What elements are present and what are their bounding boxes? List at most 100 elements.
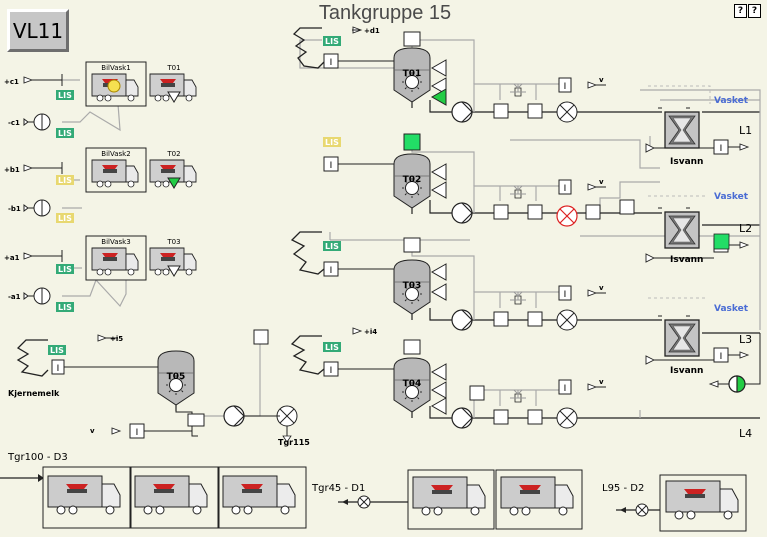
valve-box[interactable] [493,103,509,119]
pump-t02[interactable] [451,202,473,224]
instrument-mark: I [720,352,723,362]
t05-outlet-box [187,413,205,427]
truck-tank-label-3: T03 [166,238,180,246]
isvann-label-l2: Isvann [670,255,703,265]
instrument-box[interactable] [558,77,572,93]
shutoff-valve[interactable] [556,309,578,331]
drain-valve-active[interactable] [167,177,181,189]
valve-box[interactable] [527,204,543,220]
lis-indicator-t02[interactable] [323,137,341,147]
shutoff-valve[interactable] [556,407,578,429]
tank-label-t02: T02 [403,175,422,185]
tanker-hose [290,231,325,275]
valve-box[interactable] [493,311,509,327]
cip-valve[interactable] [33,199,51,217]
instrument-box[interactable] [558,179,572,195]
dock-valve-tgr45[interactable] [357,495,371,509]
valve-box[interactable] [527,409,543,425]
bilvask-label-1: BilVask1 [101,64,130,72]
tag-i4: +i4 [364,328,377,336]
instrument-mark: I [564,82,567,92]
lis-indicator-c1-out[interactable] [56,128,74,138]
heat-exchanger-l2[interactable] [664,211,700,249]
valve-box[interactable] [527,103,543,119]
help-icon[interactable]: ? [734,4,747,18]
cip-valve[interactable] [33,113,51,131]
instrument-mark: I [720,144,723,154]
bilvask-label-2: BilVask2 [101,150,130,158]
tgr115-label: Tgr115 [278,438,310,447]
level-high-marker [430,163,447,181]
line-label-l3: L3 [739,333,752,346]
instrument-mark: I [136,428,139,438]
tank-top-box [403,237,421,253]
tank-top-box [403,339,421,355]
pump-t04[interactable] [451,407,473,429]
tag-d1: +d1 [364,27,380,35]
control-valve [509,291,527,305]
truck-tank-label-1: T01 [166,64,180,72]
level-high-marker [430,363,447,381]
dock-label-l95: L95 - D2 [602,483,644,494]
truck-tank-label-2: T02 [166,150,180,158]
valve-box[interactable] [527,311,543,327]
active-indicator [403,133,421,151]
shutoff-valve[interactable] [556,101,578,123]
signal-tag: v [599,284,604,292]
valve-box[interactable] [619,199,635,215]
control-valve [509,83,527,97]
signal-tag: v [90,427,95,435]
lis-label: LIS [325,242,339,251]
shutoff-valve[interactable] [276,405,298,427]
dock-valve-l95[interactable] [635,503,649,517]
isvann-label-l3: Isvann [670,366,703,376]
drain-valve[interactable] [167,265,181,277]
level-low-marker [430,397,447,415]
lis-label: LIS [58,176,72,185]
lis-indicator-t03[interactable] [323,241,341,251]
kjernemelk-label: Kjernemelk [8,389,60,398]
tank-label-t01: T01 [403,69,422,79]
instrument-box[interactable] [558,379,572,395]
unit-button[interactable]: VL11 [7,9,69,52]
lis-indicator-t01[interactable] [323,36,341,46]
heat-exchanger-l1[interactable] [664,111,700,149]
heat-exchanger-l3[interactable] [664,319,700,357]
lis-indicator-t05[interactable] [48,345,66,355]
valve-box[interactable] [493,409,509,425]
pump-t01[interactable] [451,101,473,123]
lis-label: LIS [58,214,72,223]
lis-indicator-b1[interactable] [56,175,74,185]
pump-t03[interactable] [451,309,473,331]
vasket-label-l2: Vasket [714,192,749,202]
shutoff-valve-alarm[interactable] [556,205,578,227]
signal-tag: v [599,378,604,386]
lis-indicator-a1[interactable] [56,264,74,274]
level-active-marker [430,88,447,106]
lis-indicator-a1-out[interactable] [56,302,74,312]
line-label-l4: L4 [739,427,752,440]
lis-label: LIS [50,346,64,355]
valve-box[interactable] [585,204,601,220]
valve-box[interactable] [493,204,509,220]
lis-indicator-c1[interactable] [56,90,74,100]
instrument-mark: I [564,290,567,300]
lis-indicator-t04[interactable] [323,342,341,352]
info-icon[interactable]: ? [748,4,761,18]
drain-valve[interactable] [167,91,181,103]
page-title: Tankgruppe 15 [318,2,452,24]
cip-valve[interactable] [33,287,51,305]
level-marker [430,283,447,301]
tag-c1-in: +c1 [4,78,19,86]
tanker-hose [292,27,325,69]
isvann-label-l1: Isvann [670,157,703,167]
dock-label-tgr100: Tgr100 - D3 [7,452,68,463]
lis-indicator-b1-out[interactable] [56,213,74,223]
tag-i5: +i5 [110,335,123,343]
pump-t05[interactable] [223,405,245,427]
instrument-mark: I [330,58,333,68]
pump-cold[interactable] [728,375,746,393]
level-high-marker [430,263,447,281]
instrument-box[interactable] [558,285,572,301]
